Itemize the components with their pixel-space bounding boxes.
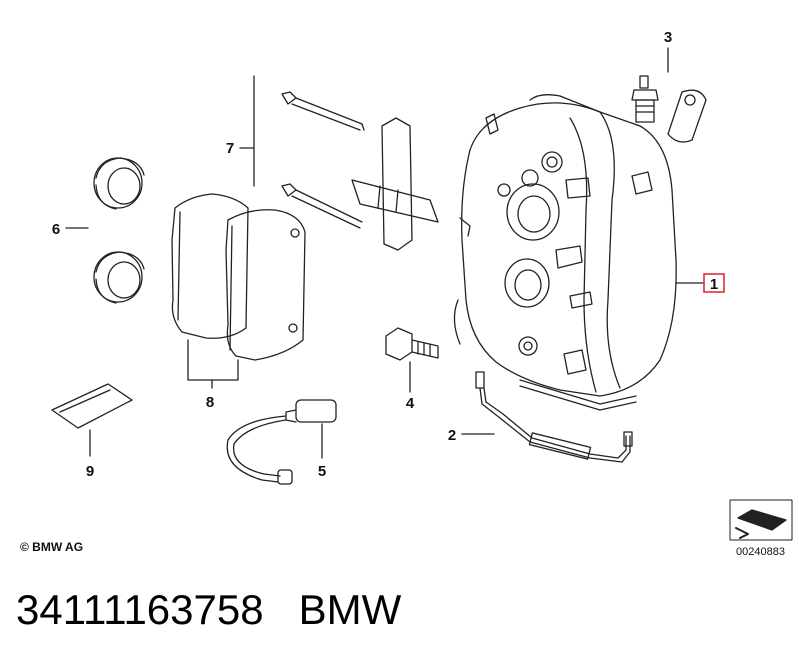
callout-5[interactable]: 5 [318, 463, 326, 480]
caliper-bolt[interactable] [385, 327, 439, 361]
callout-4[interactable]: 4 [406, 395, 415, 412]
parts-diagram: 1 2 3 4 5 6 7 8 9 [51, 29, 793, 541]
part-number: 34111163758 [16, 586, 264, 633]
callout-3[interactable]: 3 [664, 29, 672, 46]
mounting-clip[interactable] [667, 89, 707, 143]
guide-pin-lower[interactable] [281, 183, 363, 229]
spring-clip[interactable] [351, 117, 439, 251]
brake-pad-front[interactable] [225, 209, 306, 361]
diagram-code: 00240883 [736, 546, 785, 558]
callout-2[interactable]: 2 [448, 427, 456, 444]
diagram-symbol-icon [729, 499, 793, 541]
part-footer: 34111163758 BMW [16, 586, 401, 634]
brake-line[interactable] [475, 371, 637, 463]
copyright-text: © BMW AG [20, 540, 84, 554]
wear-sensor[interactable] [226, 399, 337, 485]
callout-6[interactable]: 6 [52, 221, 60, 238]
guide-pin-upper[interactable] [281, 91, 365, 131]
leader-8-bracket [187, 339, 239, 381]
seal-ring-upper[interactable] [93, 157, 145, 210]
brand-name: BMW [298, 586, 402, 633]
highlight-box-1 [703, 273, 725, 293]
bleeder-valve[interactable] [631, 75, 659, 123]
brake-caliper[interactable] [453, 94, 677, 397]
brake-pad-rear[interactable] [171, 193, 249, 339]
grease-packet[interactable] [51, 383, 133, 429]
seal-ring-lower[interactable] [93, 251, 145, 304]
callout-1[interactable]: 1 [710, 276, 718, 293]
callout-9[interactable]: 9 [86, 463, 94, 480]
callout-8[interactable]: 8 [206, 394, 214, 411]
callout-7[interactable]: 7 [226, 140, 234, 157]
